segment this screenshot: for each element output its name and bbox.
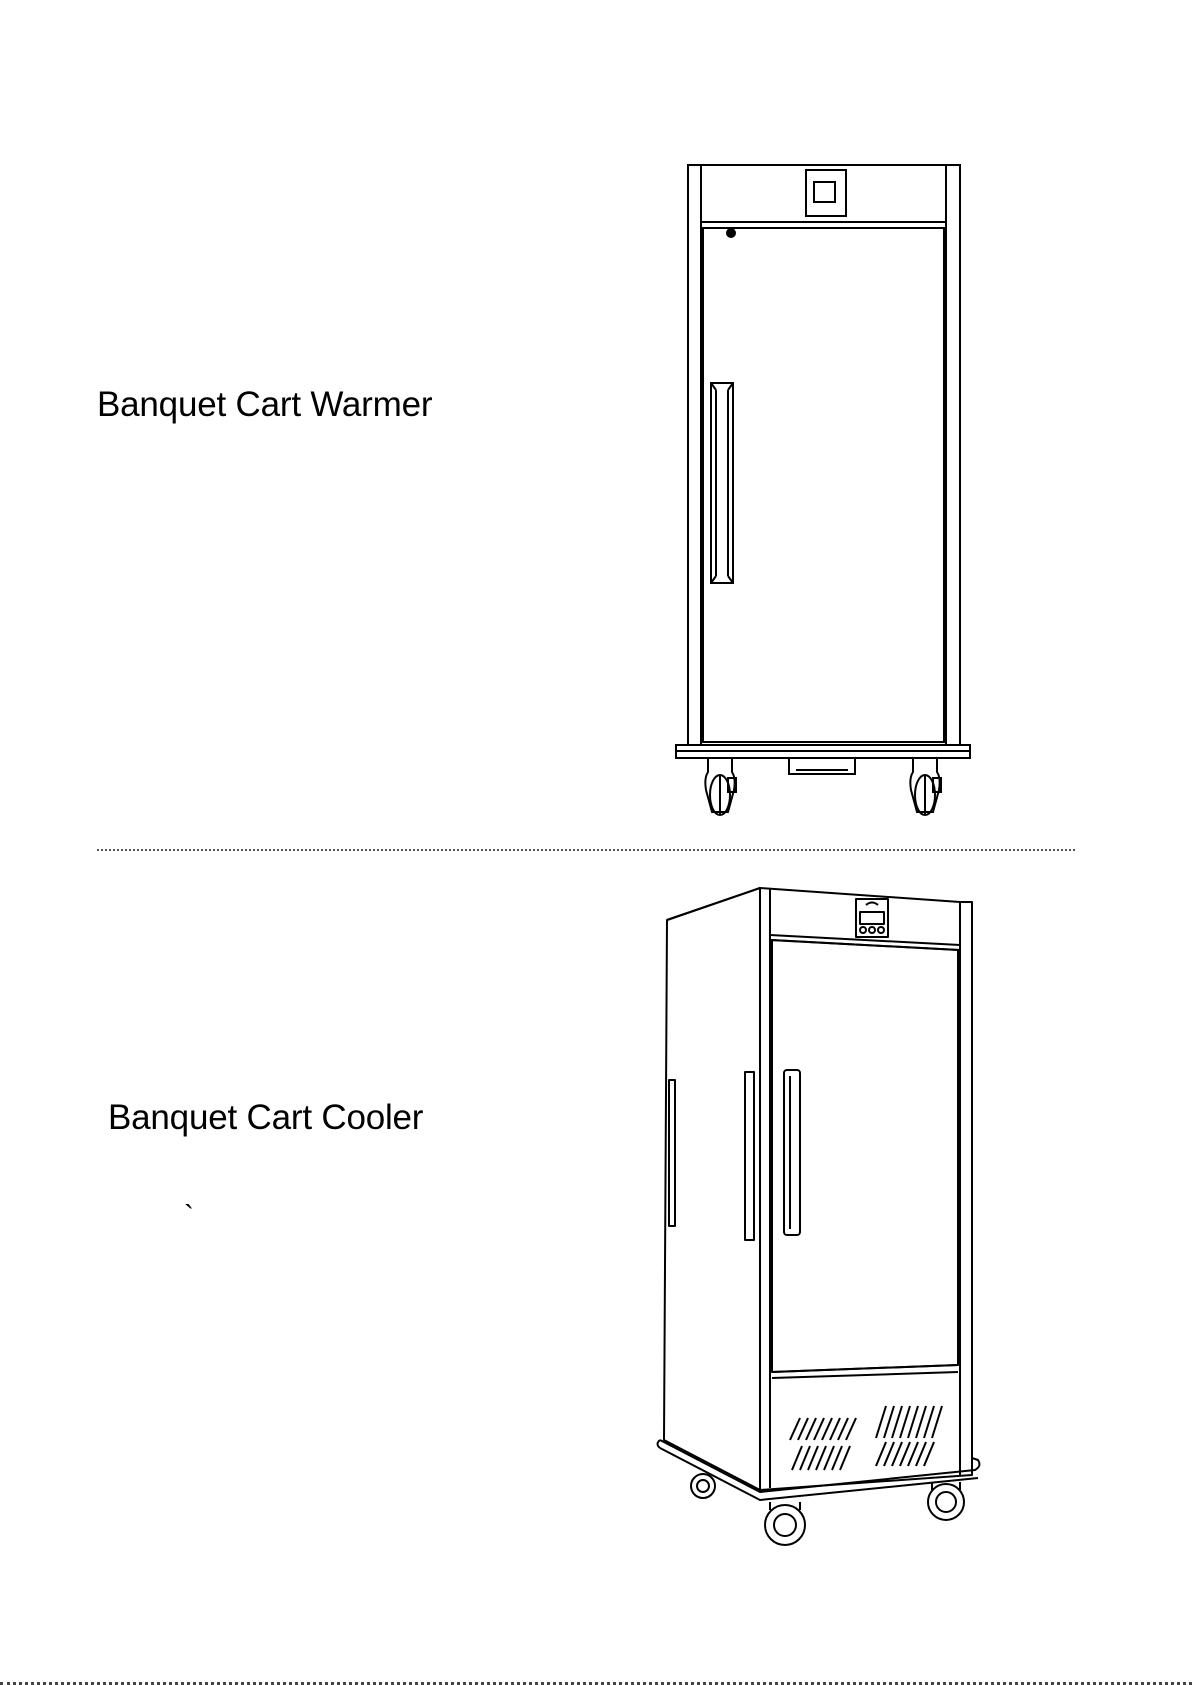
cooler-illustration bbox=[0, 0, 1192, 1685]
